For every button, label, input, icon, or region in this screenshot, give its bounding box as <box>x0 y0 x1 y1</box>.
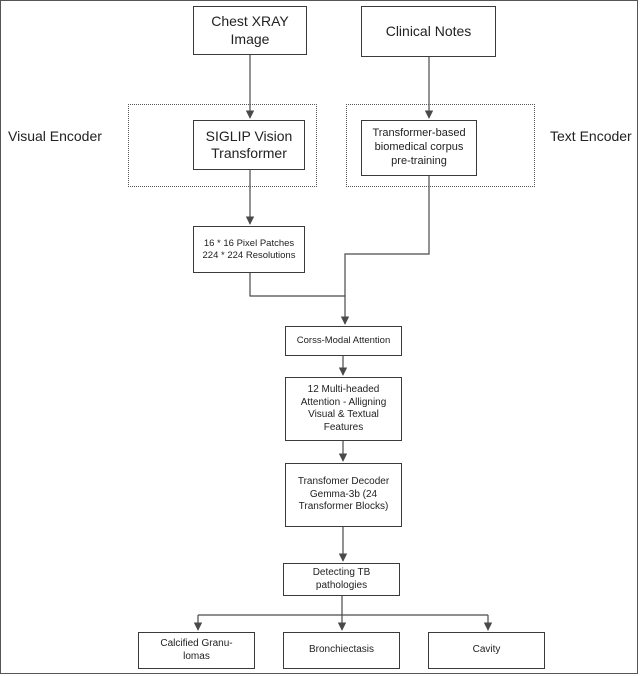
text-encoder-group <box>346 104 535 187</box>
siglip-vision-transformer-node: SIGLIP Vision Transformer <box>193 120 305 170</box>
cross-modal-attention-node: Corss-Modal Attention <box>285 326 402 356</box>
bronchiectasis-node: Bronchiectasis <box>283 632 400 669</box>
text-encoder-label: Text Encoder <box>550 128 632 144</box>
calcified-granulomas-node: Calcified Granu- lomas <box>138 632 255 669</box>
chest-xray-node: Chest XRAY Image <box>193 6 307 55</box>
pixel-patches-node: 16 * 16 Pixel Patches 224 * 224 Resoluti… <box>193 226 305 273</box>
clinical-notes-node: Clinical Notes <box>361 6 496 57</box>
visual-encoder-label: Visual Encoder <box>8 128 102 144</box>
cavity-node: Cavity <box>428 632 545 669</box>
text-transformer-node: Transformer-based biomedical corpus pre-… <box>361 120 477 176</box>
line-patches-to-merge <box>249 273 350 325</box>
visual-encoder-group <box>128 104 317 187</box>
multihead-attention-node: 12 Multi-headed Attention - Alligning Vi… <box>285 377 402 441</box>
detecting-tb-node: Detecting TB pathologies <box>283 563 400 596</box>
transformer-decoder-node: Transfomer Decoder Gemma-3b (24 Transfor… <box>285 463 402 527</box>
line-textmodel-to-merge <box>344 176 430 296</box>
